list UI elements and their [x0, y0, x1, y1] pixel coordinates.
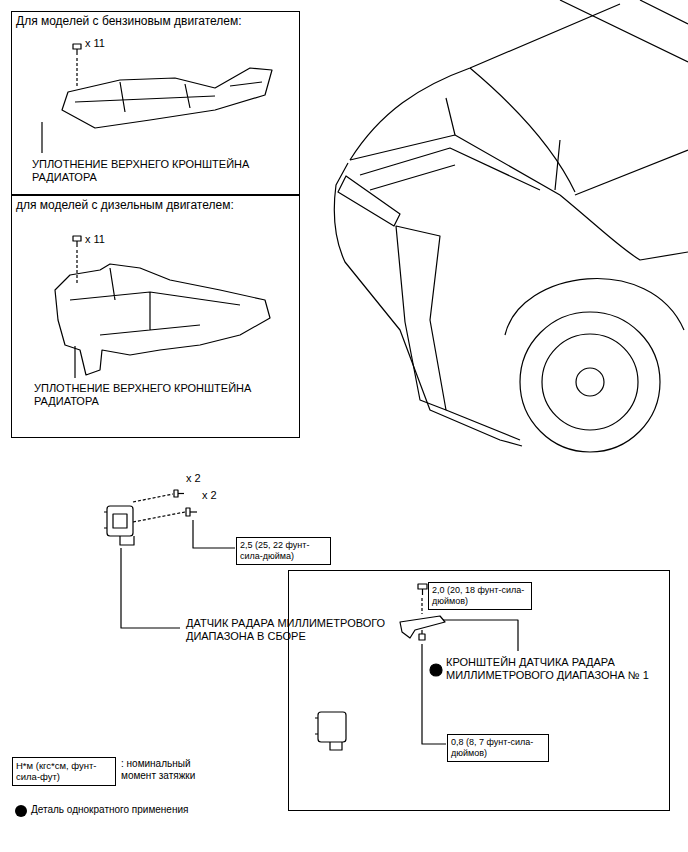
part-name: ДАТЧИК РАДАРА МИЛЛИМЕТРОВОГО ДИАПАЗОНА В… [186, 617, 401, 643]
panel-heading: для моделей с дизельным двигателем: [16, 198, 298, 212]
part-name: УПЛОТНЕНИЕ ВЕРХНЕГО КРОНШТЕЙНА РАДИАТОРА [34, 382, 279, 408]
legend-dot [15, 805, 27, 817]
detail-panel: КРОНШТЕЙН ДАТЧИКА РАДАРА МИЛЛИМЕТРОВОГО … [288, 570, 670, 811]
torque-value: 0,8 (8, 7 фунт-сила-дюймов) [448, 735, 548, 761]
legend-text: : номинальный момент затяжки [121, 758, 213, 782]
legend-text: Деталь однократного применения [31, 804, 251, 816]
quantity-label: x 11 [85, 37, 125, 50]
panel-heading: Для моделей с бензиновым двигателем: [16, 14, 298, 28]
quantity-label: x 2 [186, 472, 216, 485]
torque-value: Н*м (кгс*см, фунт-сила-фут) [13, 758, 115, 785]
torque-box: 0,8 (8, 7 фунт-сила-дюймов) [447, 734, 549, 762]
variant-panel: для моделей с дизельным двигателем: x 11 У… [11, 195, 300, 438]
quantity-label: x 2 [202, 489, 232, 502]
torque-value: 2,0 (20, 18 фунт-сила-дюймов) [429, 583, 531, 609]
legend-sample-box: Н*м (кгс*см, фунт-сила-фут) [12, 757, 116, 786]
part-name: УПЛОТНЕНИЕ ВЕРХНЕГО КРОНШТЕЙНА РАДИАТОРА [32, 158, 277, 184]
torque-value: 2,5 (25, 22 фунт-сила-дюйма) [237, 538, 330, 564]
quantity-label: x 11 [85, 233, 125, 246]
torque-box: 2,0 (20, 18 фунт-сила-дюймов) [428, 582, 532, 610]
torque-box: 2,5 (25, 22 фунт-сила-дюйма) [236, 537, 331, 565]
part-name: КРОНШТЕЙН ДАТЧИКА РАДАРА МИЛЛИМЕТРОВОГО … [446, 656, 664, 682]
variant-panel: Для моделей с бензиновым двигателем: x 11… [11, 11, 300, 195]
